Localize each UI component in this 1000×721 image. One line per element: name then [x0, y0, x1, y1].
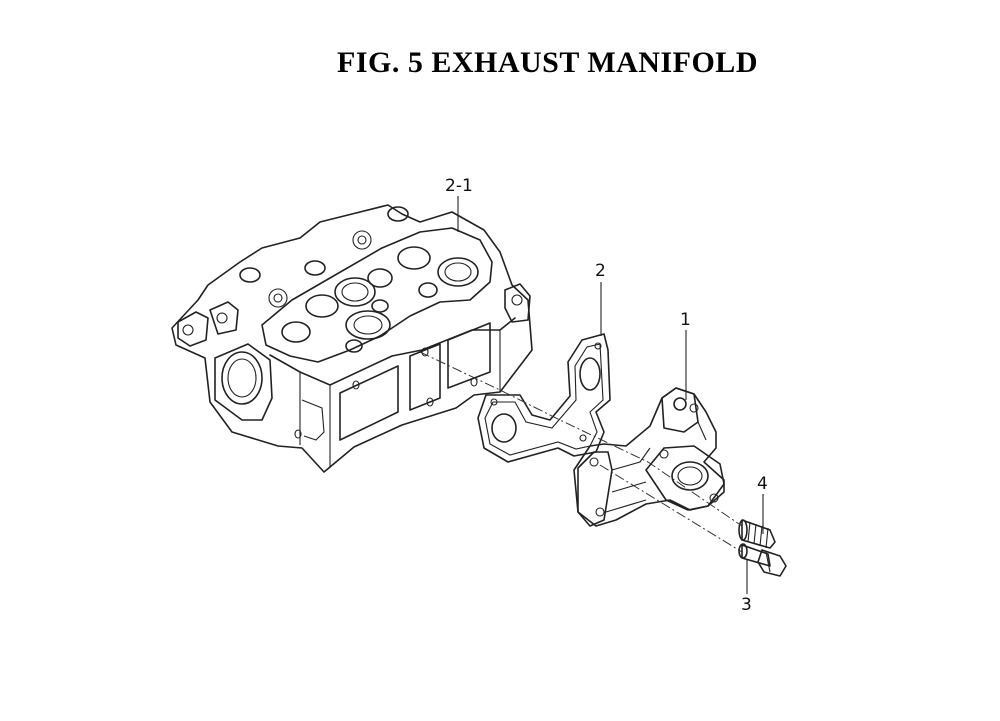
cylinder-head-drawing: [171, 204, 533, 473]
callout-label-2: 2: [595, 261, 606, 281]
callout-label-1: 1: [680, 310, 691, 330]
figure-title: FIG. 5 EXHAUST MANIFOLD: [337, 46, 758, 79]
bolt-drawing: [738, 543, 787, 577]
callout-label-4: 4: [757, 474, 768, 494]
leader-lines: [457, 196, 764, 594]
manifold-gasket-drawing: [477, 333, 611, 463]
stud-drawing: [738, 519, 776, 549]
callout-label-2-1: 2-1: [445, 176, 473, 196]
exhaust-manifold-drawing: [573, 387, 725, 527]
callout-label-3: 3: [741, 595, 752, 615]
alignment-lines: [419, 351, 743, 553]
